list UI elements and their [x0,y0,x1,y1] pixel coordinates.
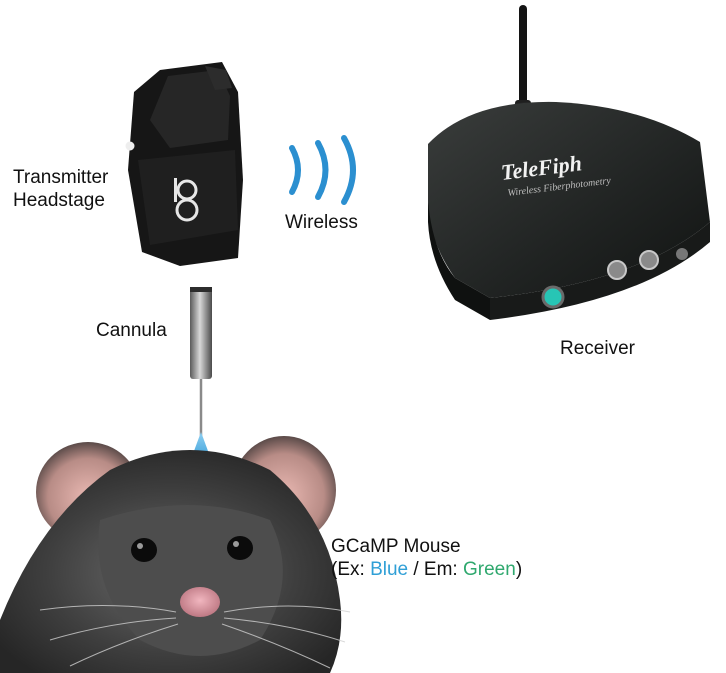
mouse-label-line2: (Ex: Blue / Em: Green) [331,558,522,581]
transmitter-label-line2: Headstage [13,190,105,212]
cannula-label: Cannula [96,320,167,341]
wireless-label: Wireless [285,212,358,233]
transmitter-label-line1: Transmitter [13,167,109,188]
cannula-image [187,287,215,470]
power-button-icon [541,285,565,309]
emission-color-text: Green [463,559,516,581]
port-icon [676,248,688,260]
receiver-device-image: TeleFiph Wireless Fiberphotometry [428,5,710,320]
wireless-waves-icon [289,135,356,205]
mouse-eye-left [131,538,157,562]
mouse-nose [180,587,220,617]
bnc-connector-icon [607,260,627,280]
mouse-eye-right [227,536,253,560]
antenna-icon [519,5,527,115]
mouse-label-line1: GCaMP Mouse [331,536,461,557]
transmitter-headstage-label: Transmitter Headstage [13,166,108,212]
headstage-screw-icon [125,141,135,151]
mouse-whiskers [39,604,351,669]
receiver-label: Receiver [560,338,635,359]
mouse-label-suffix: ) [515,559,523,581]
mouse-label-prefix: (Ex: [331,559,371,581]
mouse-image [0,436,351,673]
bnc-connector-icon [639,250,659,270]
mouse-label-separator: / Em: [408,559,463,581]
transmitter-headstage-image [125,62,243,266]
excitation-color-text: Blue [370,559,409,581]
mouse-label: GCaMP Mouse (Ex: Blue / Em: Green) [331,535,522,581]
